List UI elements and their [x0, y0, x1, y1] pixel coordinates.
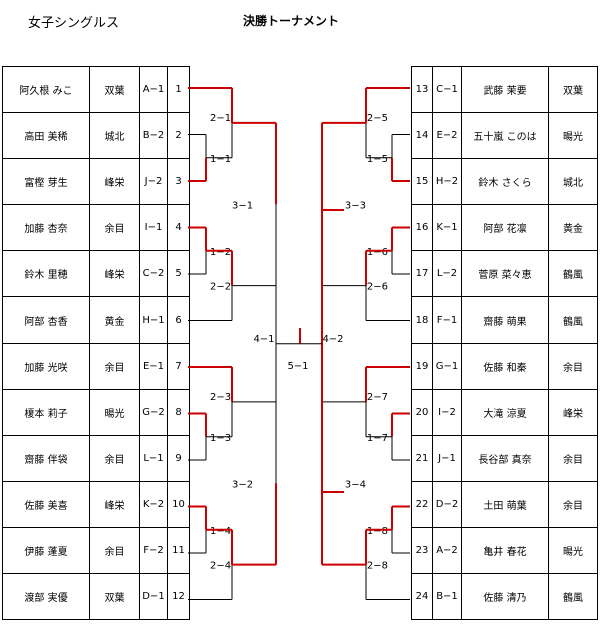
page-title: 女子シングルス	[28, 16, 120, 31]
entry-team: 双葉	[548, 65, 598, 114]
entry-seed: C−2	[139, 250, 168, 298]
entry-name: 武藤 茉要	[461, 65, 549, 114]
match-label: 1−6	[367, 247, 388, 258]
match-label: 2−8	[367, 561, 388, 572]
match-label: 2−1	[210, 113, 231, 124]
entry-name: 大滝 涼夏	[461, 388, 549, 436]
match-label: 2−2	[210, 282, 231, 293]
entry-seed: L−1	[139, 434, 168, 482]
entry-seed: D−1	[139, 573, 168, 621]
match-label: 2−3	[210, 392, 231, 403]
match-label: 2−5	[367, 113, 388, 124]
entry-name: 榎本 莉子	[2, 388, 90, 436]
match-label: 2−6	[367, 282, 388, 293]
match-label: 3−4	[345, 479, 366, 490]
entry-name: 五十嵐 このは	[461, 112, 549, 160]
entry-team: 鶴風	[548, 250, 598, 298]
entry-team: 余目	[89, 342, 140, 390]
entry-name: 亀井 春花	[461, 526, 549, 575]
entry-seed: D−2	[432, 480, 462, 528]
match-label: 1−3	[210, 433, 231, 444]
entry-team: 双葉	[89, 573, 140, 621]
match-label: 4−1	[253, 334, 274, 345]
match-label: 5−1	[287, 361, 308, 372]
match-label: 3−3	[345, 200, 366, 211]
match-label: 1−4	[210, 526, 231, 537]
entry-no: 12	[167, 573, 190, 621]
entry-seed: H−1	[139, 296, 168, 344]
entry-name: 鈴木 さくら	[461, 158, 549, 206]
entry-team: 双葉	[89, 65, 140, 114]
entry-name: 阿部 杏香	[2, 296, 90, 344]
entry-seed: L−2	[432, 250, 462, 298]
entry-team: 城北	[548, 158, 598, 206]
match-label: 1−5	[367, 154, 388, 165]
entry-team: 峰栄	[89, 250, 140, 298]
entry-name: 菅原 菜々恵	[461, 250, 549, 298]
match-label: 2−4	[210, 561, 231, 572]
entry-team: 鶴風	[548, 573, 598, 621]
match-label: 1−1	[210, 154, 231, 165]
entry-team: 余目	[548, 342, 598, 390]
entry-name: 佐藤 和秦	[461, 342, 549, 390]
match-label: 3−2	[232, 479, 253, 490]
entry-name: 阿久根 みこ	[2, 65, 90, 114]
entry-team: 余目	[548, 434, 598, 482]
entry-team: 黄金	[89, 296, 140, 344]
entry-team: 暘光	[89, 388, 140, 436]
entry-name: 佐藤 清乃	[461, 573, 549, 621]
entry-seed: B−1	[432, 573, 462, 621]
match-label: 3−1	[232, 200, 253, 211]
entry-name: 鈴木 里穂	[2, 250, 90, 298]
entry-team: 暘光	[548, 526, 598, 575]
entry-name: 渡部 実優	[2, 573, 90, 621]
match-label: 1−7	[367, 433, 388, 444]
entry-team: 峰栄	[89, 158, 140, 206]
match-label: 1−8	[367, 526, 388, 537]
page-subtitle: 決勝トーナメント	[243, 14, 340, 28]
entry-seed: I−2	[432, 388, 462, 436]
entry-name: 佐藤 美喜	[2, 480, 90, 528]
entry-no: 2	[167, 112, 190, 160]
match-label: 2−7	[367, 392, 388, 403]
match-label: 4−2	[322, 334, 343, 345]
entry-name: 高田 美稀	[2, 112, 90, 160]
entry-seed: A−2	[432, 526, 462, 575]
match-label: 1−2	[210, 247, 231, 258]
entry-seed: I−1	[139, 204, 168, 252]
